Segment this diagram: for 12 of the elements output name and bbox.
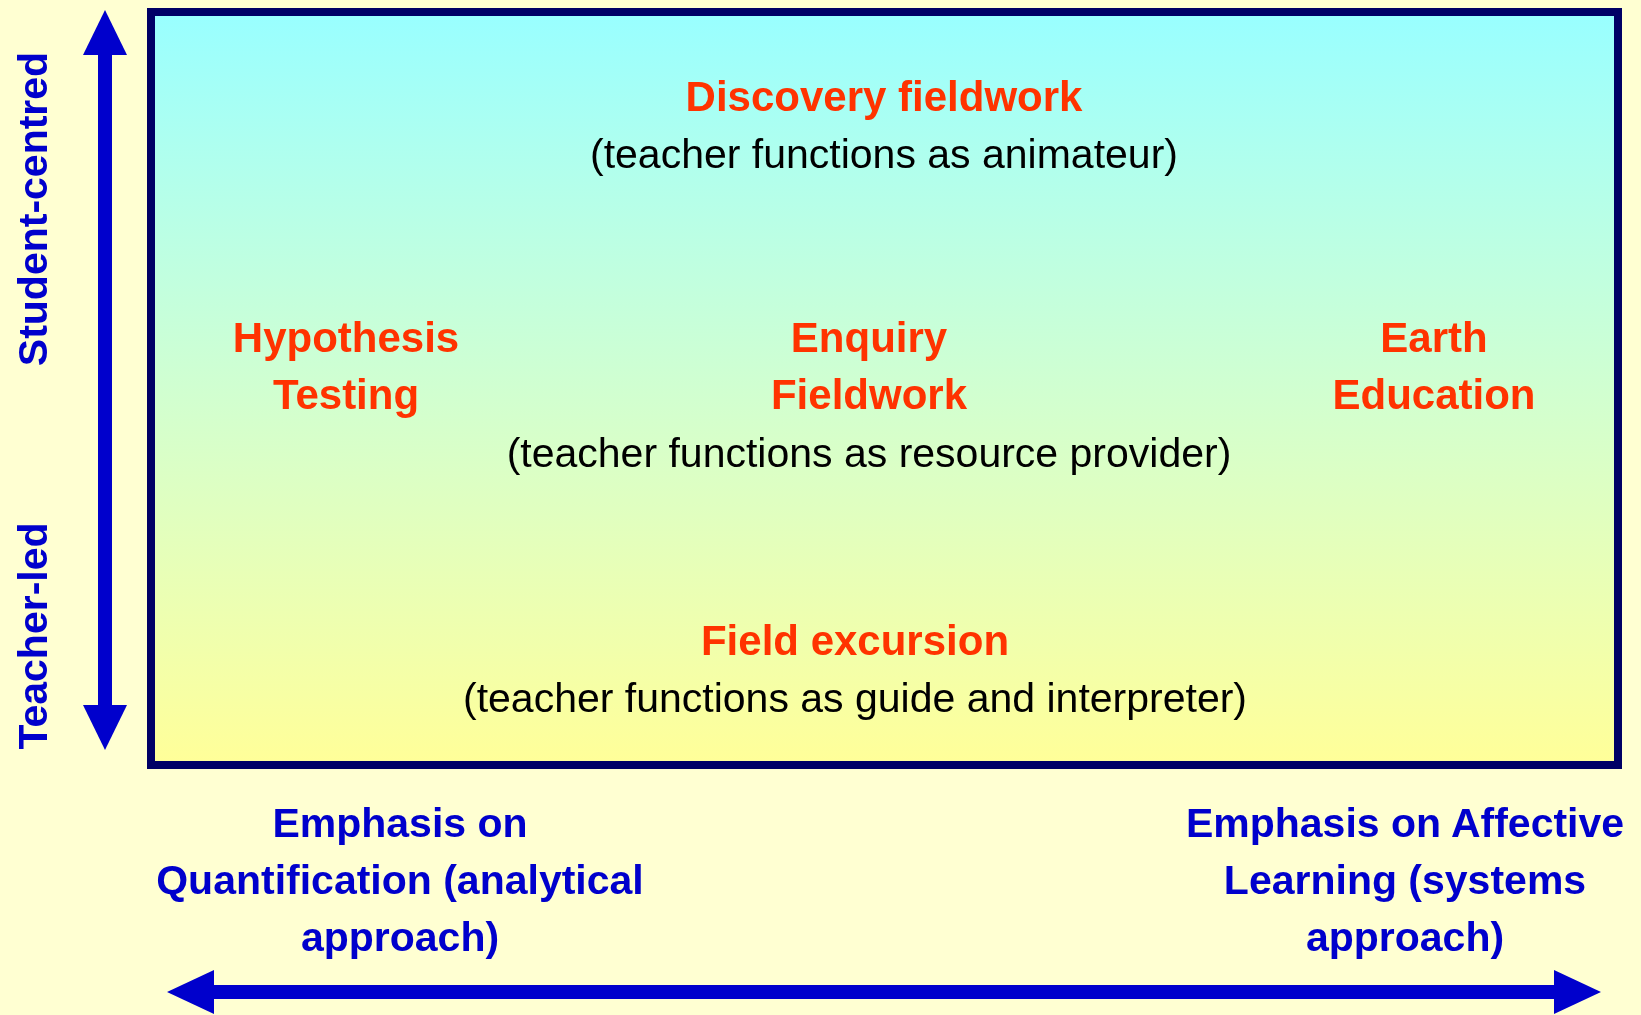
approach-heading: Earth Education [1331, 313, 1537, 420]
approach-heading: Discovery fieldwork [684, 71, 1084, 122]
axis-label: Teacher-led [11, 522, 55, 750]
role-description: (teacher functions as animateur) [589, 129, 1179, 179]
approach-heading: Enquiry Fieldwork [769, 313, 968, 420]
role-description: (teacher functions as guide and interpreter) [462, 673, 1248, 723]
axis-description: Emphasis on Quantification (analytical approach) [155, 798, 645, 962]
axis-description: Emphasis on Affective Learning (systems approach) [1184, 798, 1626, 962]
axis-label: Student-centred [11, 51, 55, 367]
approach-heading: Field excursion [699, 615, 1011, 666]
approach-heading: Hypothesis Testing [231, 313, 461, 420]
role-description: (teacher functions as resource provider) [505, 428, 1233, 478]
